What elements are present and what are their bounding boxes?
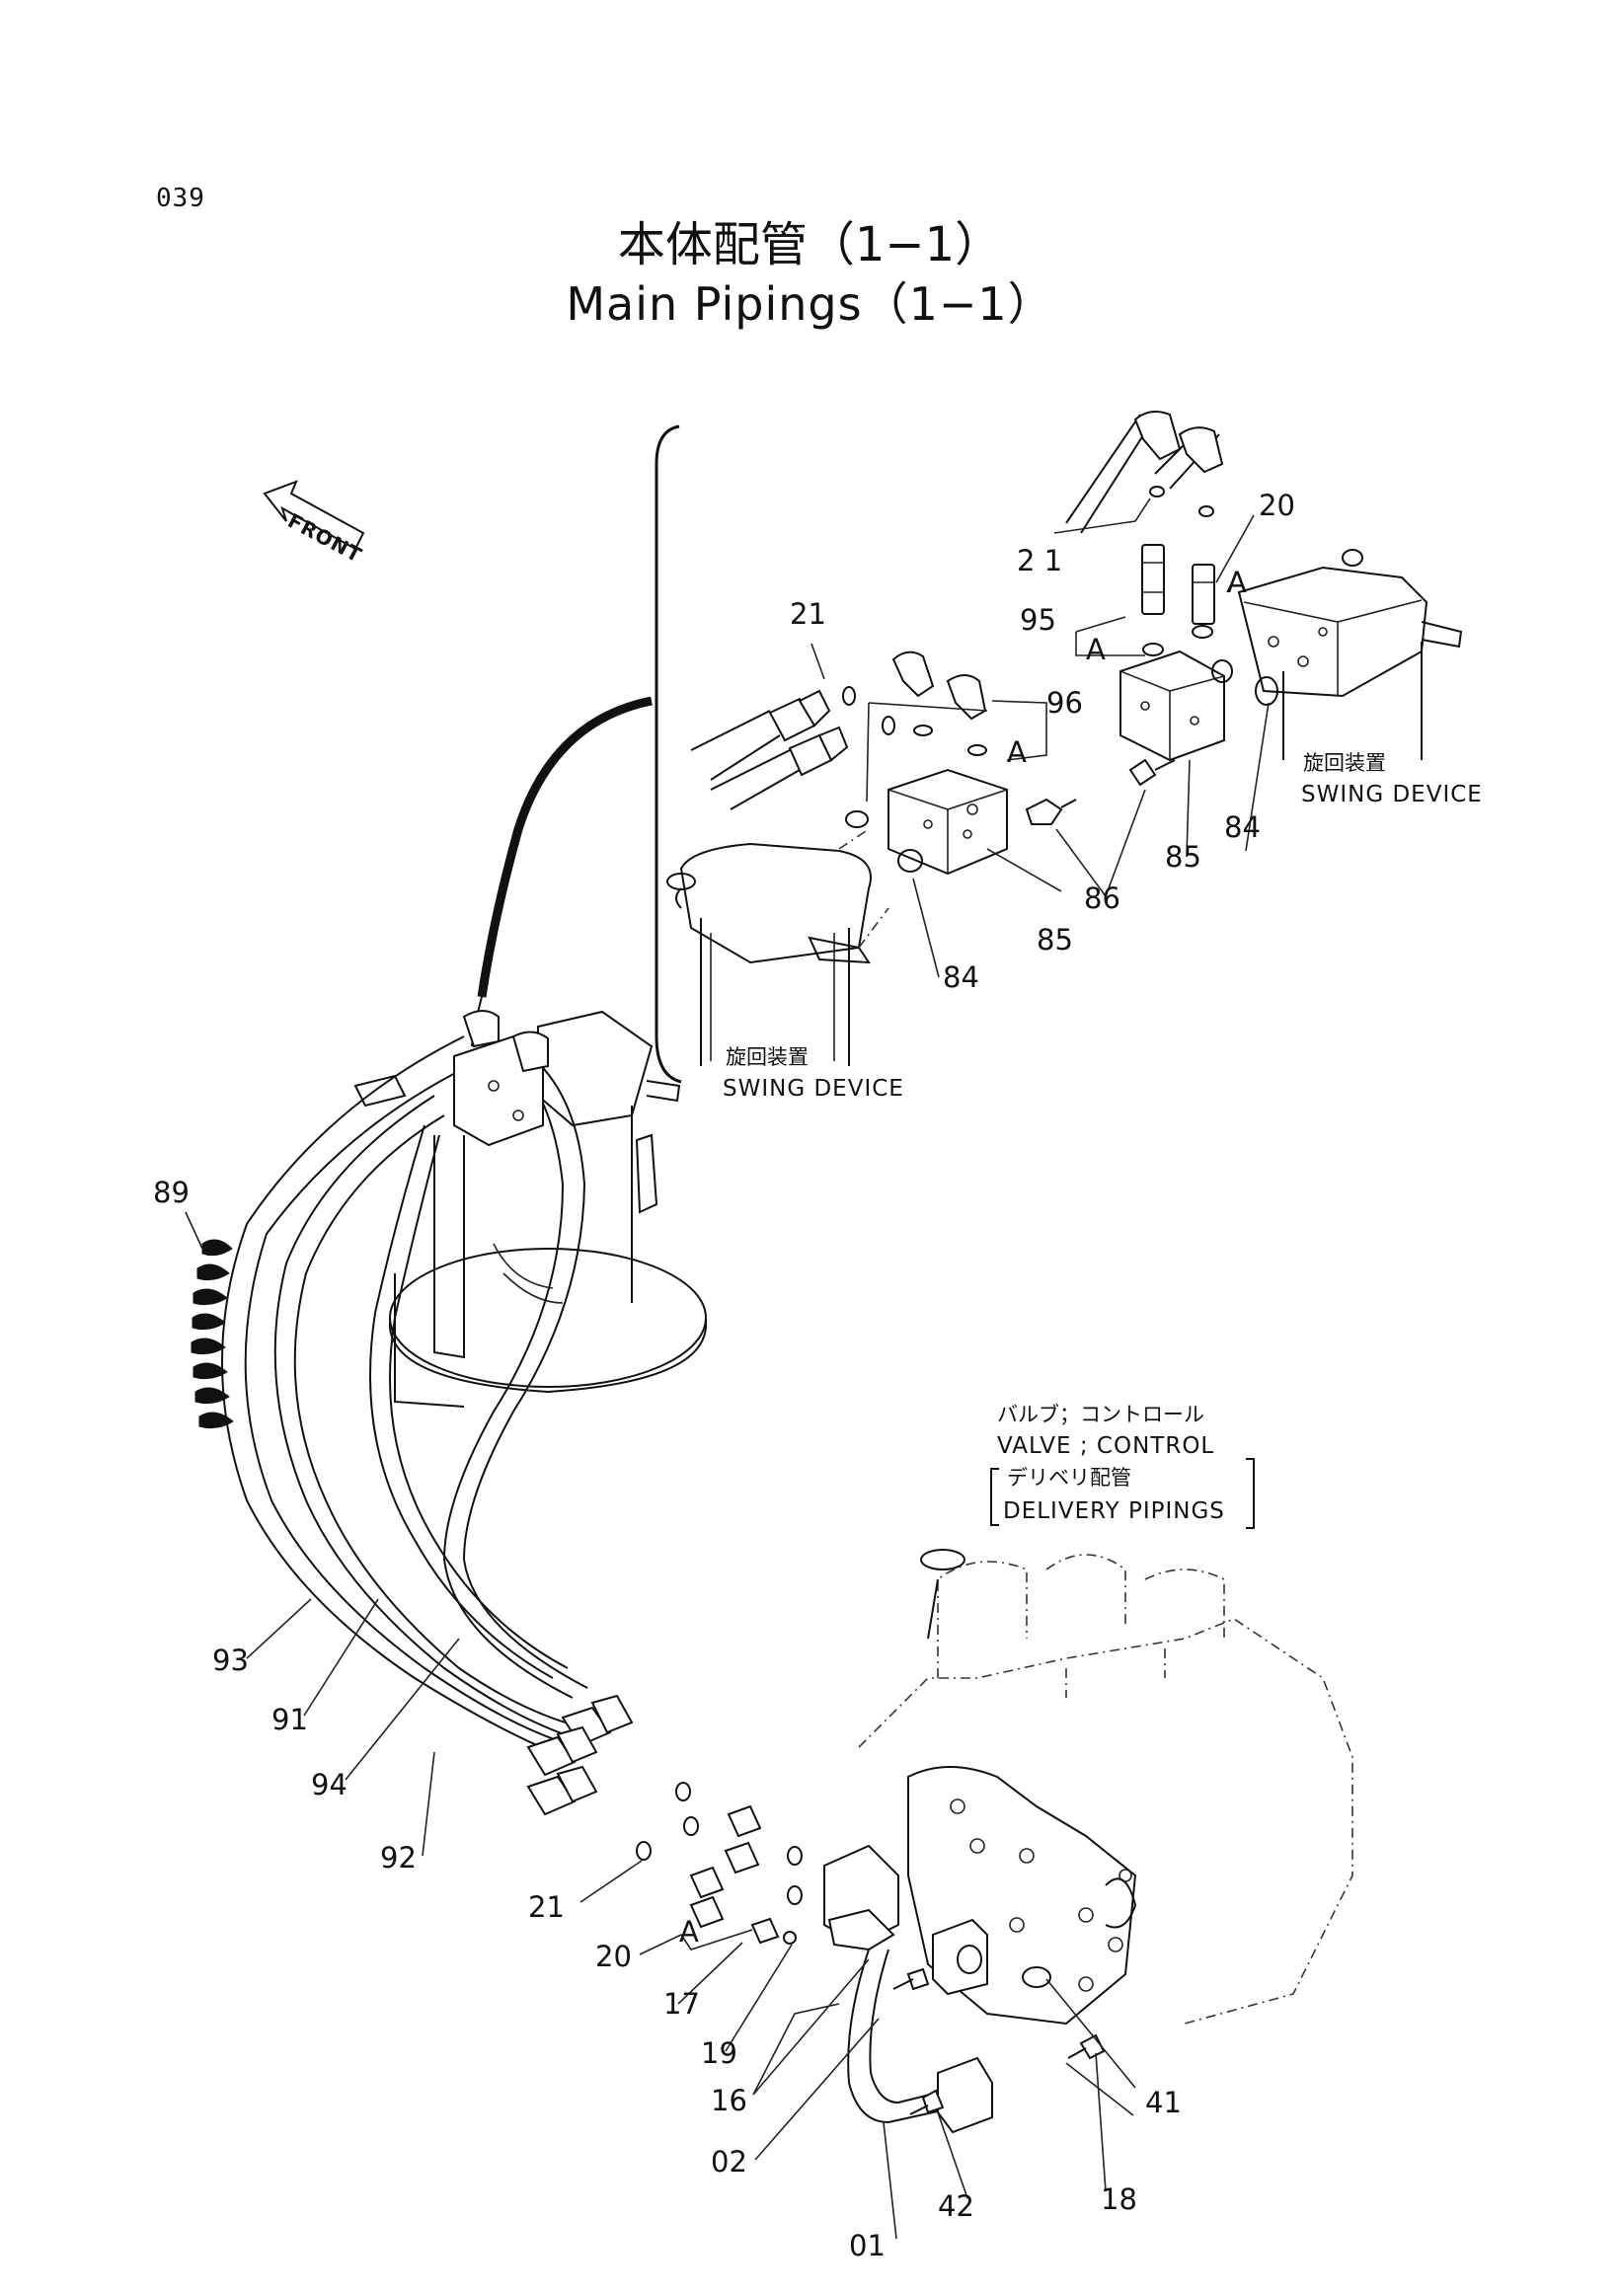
callout-85-left: 85 bbox=[1037, 923, 1073, 957]
detail-bracket bbox=[655, 424, 682, 1084]
caption-swing-device-en-left: SWING DEVICE bbox=[723, 1076, 904, 1102]
callout-17: 17 bbox=[663, 1987, 700, 2021]
flange-and-pipe bbox=[823, 1844, 1106, 2134]
callout-85-right: 85 bbox=[1165, 840, 1201, 874]
hose-end-fittings bbox=[526, 1694, 803, 1945]
swing-device-right-drawing bbox=[1237, 549, 1463, 760]
callout-84-left: 84 bbox=[943, 960, 979, 994]
caption-valve-control-jp: バルブ；コントロール bbox=[997, 1403, 1204, 1426]
callout-21-detail-left: 21 bbox=[790, 597, 826, 631]
callout-84-right: 84 bbox=[1224, 810, 1261, 844]
caption-delivery-pipings-en: DELIVERY PIPINGS bbox=[1003, 1498, 1225, 1524]
o-ring-84-left bbox=[897, 849, 923, 873]
callout-20-main: 20 bbox=[595, 1940, 632, 1973]
hoses-detail-left bbox=[690, 651, 987, 810]
callout-89: 89 bbox=[153, 1176, 190, 1209]
callout-16: 16 bbox=[711, 2084, 747, 2117]
callout-01: 01 bbox=[849, 2229, 886, 2262]
caption-delivery-pipings-jp: デリベリ配管 bbox=[1007, 1466, 1131, 1490]
hose-protector-89 bbox=[191, 1239, 234, 1429]
callout-a-3: A bbox=[1007, 735, 1027, 769]
caption-bracket-left bbox=[990, 1468, 999, 1526]
front-label: FRONT bbox=[284, 508, 366, 567]
page-title-english: Main Pipings（1−1） bbox=[566, 277, 1054, 331]
callout-19: 19 bbox=[701, 2036, 737, 2070]
o-ring-right bbox=[1211, 659, 1233, 683]
page-number: 039 bbox=[156, 184, 205, 213]
callout-leaders bbox=[185, 497, 1270, 2240]
callout-86: 86 bbox=[1084, 881, 1120, 915]
callout-21-main: 21 bbox=[528, 1890, 565, 1924]
block-85-left bbox=[887, 768, 1008, 876]
callout-a-2: A bbox=[1227, 566, 1247, 599]
swing-device-left-drawing bbox=[666, 828, 889, 1066]
callout-91: 91 bbox=[271, 1703, 308, 1736]
bolts-86 bbox=[1025, 758, 1176, 825]
swing-device-main-drawing bbox=[353, 1010, 707, 1408]
control-valve-drawing bbox=[858, 1549, 1353, 2026]
callout-92: 92 bbox=[380, 1841, 417, 1875]
callout-94: 94 bbox=[311, 1768, 347, 1801]
block-85-right bbox=[1119, 650, 1225, 762]
caption-bracket-right bbox=[1246, 1458, 1255, 1529]
callout-20-detail: 20 bbox=[1259, 489, 1295, 522]
o-ring-left bbox=[845, 810, 869, 828]
callout-21-detail-right: 2 1 bbox=[1017, 544, 1062, 577]
callout-42: 42 bbox=[938, 2189, 974, 2223]
callout-41: 41 bbox=[1145, 2086, 1182, 2119]
callout-a-1: A bbox=[1086, 633, 1106, 666]
front-arrow-icon: FRONT bbox=[263, 480, 366, 568]
caption-swing-device-jp-left: 旋回装置 bbox=[726, 1045, 809, 1069]
caption-valve-control-en: VALVE ; CONTROL bbox=[997, 1433, 1214, 1459]
caption-swing-device-jp-right: 旋回装置 bbox=[1303, 751, 1386, 775]
page-title-japanese: 本体配管（1−1） bbox=[617, 217, 1003, 272]
callout-18: 18 bbox=[1101, 2182, 1137, 2216]
hose-bundle-main bbox=[221, 1035, 588, 1753]
callout-95: 95 bbox=[1020, 603, 1056, 637]
detail-leader-thick bbox=[477, 696, 653, 998]
callout-96: 96 bbox=[1046, 686, 1083, 720]
callout-a-4: A bbox=[679, 1915, 699, 1949]
hoses-detail-right bbox=[1065, 410, 1224, 656]
caption-swing-device-en-right: SWING DEVICE bbox=[1301, 782, 1483, 807]
block-main-swing bbox=[453, 1010, 549, 1147]
callout-02: 02 bbox=[711, 2145, 747, 2179]
callout-93: 93 bbox=[212, 1644, 249, 1677]
